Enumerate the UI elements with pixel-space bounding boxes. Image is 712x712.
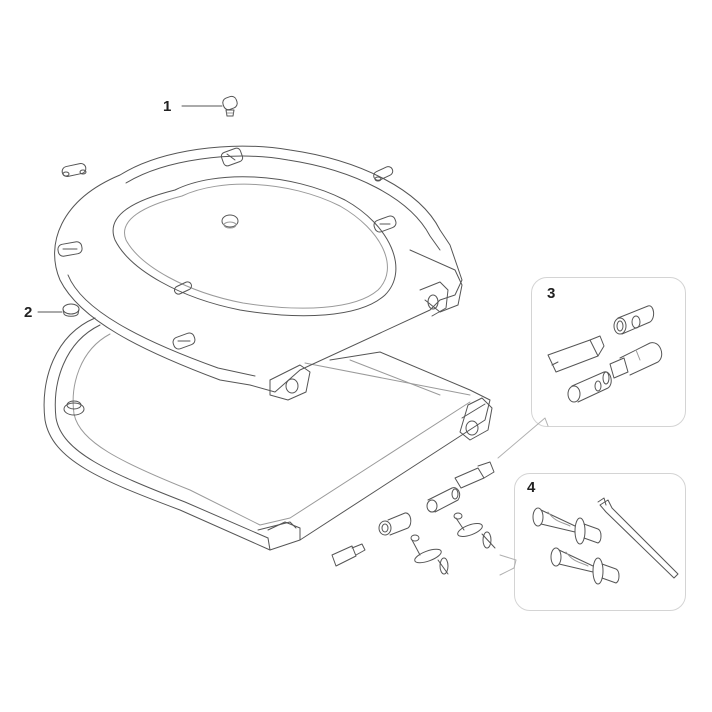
loose-bumper-left [61,163,87,177]
callout-label-4: 4 [527,479,536,496]
seat-buffer-pad [172,332,196,350]
loose-bumper-right [373,166,394,182]
box-3-contents [547,305,663,403]
lid [43,317,493,551]
box-4-pointer [499,554,517,576]
exploded-hinge-hardware [331,461,496,575]
part-2-cap [37,303,80,317]
detail-box-4 [514,473,686,611]
box-3-pointer [497,417,549,459]
callout-label-3: 3 [547,285,556,302]
seat-ring [54,145,463,401]
seat-buffer-pad [57,241,83,257]
part-1-bumper [181,95,238,117]
seat-buffer-pad [373,215,397,233]
box-4-contents [532,497,679,585]
callout-label-2: 2 [24,304,33,321]
callout-label-1: 1 [163,98,172,115]
seat-buffer-pad [220,147,244,167]
